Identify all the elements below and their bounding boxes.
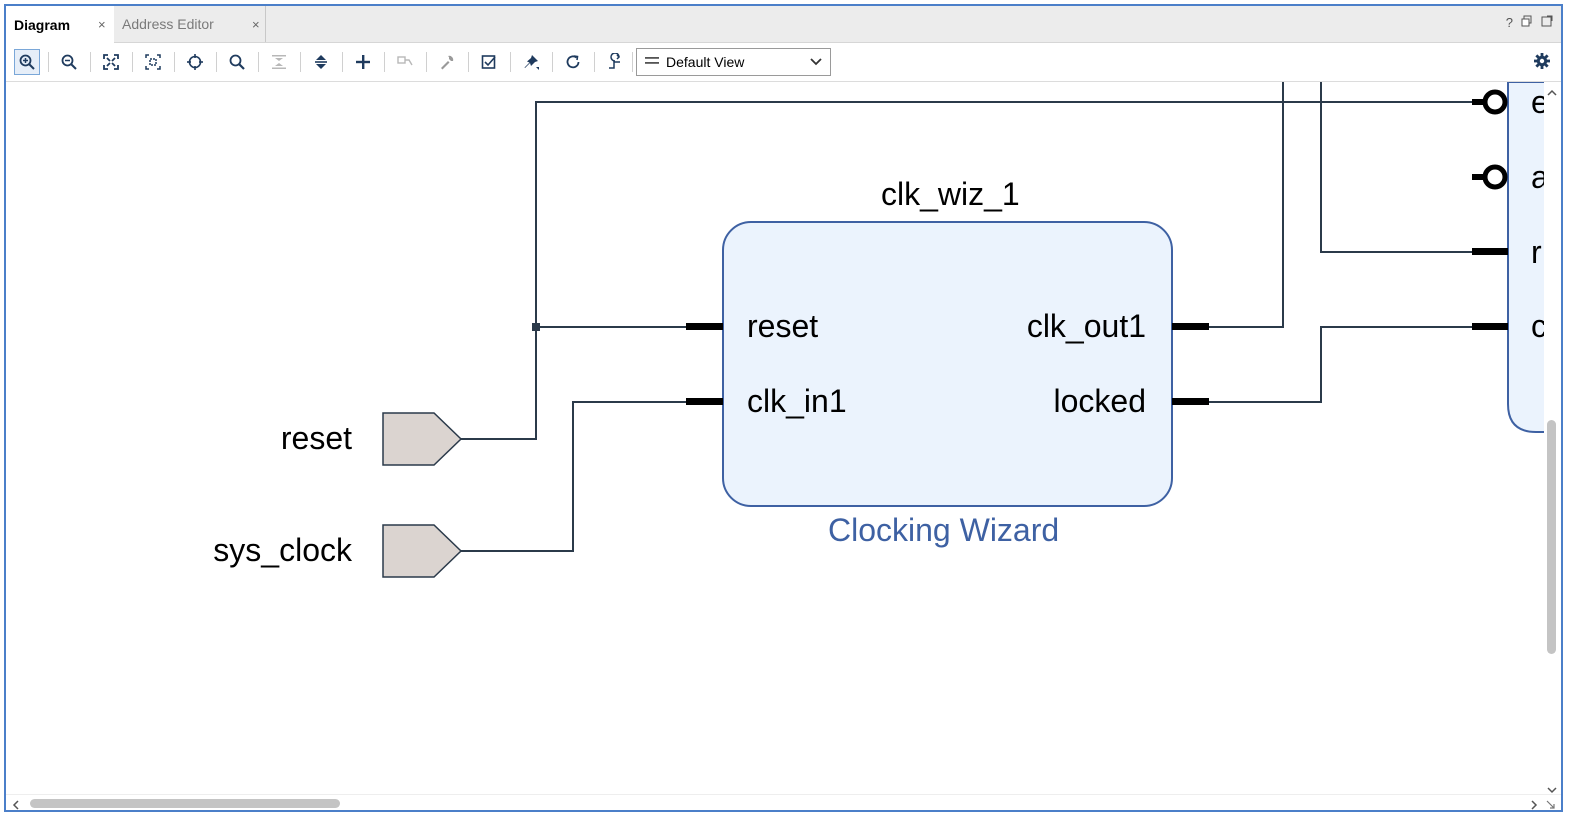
- port-reset-shape: [382, 412, 463, 466]
- tab-address-editor[interactable]: Address Editor ×: [114, 6, 266, 42]
- zoom-out-icon[interactable]: [56, 49, 82, 75]
- resize-grip-icon[interactable]: [1546, 798, 1556, 810]
- maximize-icon[interactable]: [1541, 15, 1553, 30]
- diagram-canvas[interactable]: reset sys_clock clk_wiz_1 Clocking Wizar…: [6, 82, 1544, 794]
- toolbar-separator: [48, 52, 49, 72]
- scroll-left-icon[interactable]: [12, 798, 20, 810]
- fit-selection-icon[interactable]: [140, 49, 166, 75]
- help-icon[interactable]: ?: [1505, 15, 1513, 30]
- pin-label-reset: reset: [747, 308, 819, 344]
- pin-stub-reset: [686, 323, 723, 330]
- diagram-window: Diagram × Address Editor × ?: [4, 4, 1563, 812]
- instance-name: clk_wiz_1: [881, 176, 1020, 212]
- add-ip-icon[interactable]: [350, 49, 376, 75]
- make-connection-icon[interactable]: [392, 49, 418, 75]
- schematic: [382, 82, 1544, 578]
- toolbar-separator: [594, 52, 595, 72]
- partial-pin-label-e: e: [1531, 86, 1544, 118]
- scroll-right-icon[interactable]: [1530, 798, 1538, 810]
- validate-icon[interactable]: [476, 49, 502, 75]
- bubble-pin-a: [1482, 164, 1508, 190]
- expand-all-icon[interactable]: [308, 49, 334, 75]
- toolbar-separator: [468, 52, 469, 72]
- zoom-in-icon[interactable]: [14, 49, 40, 75]
- pin-stub-c: [1472, 323, 1508, 330]
- pin-stub-a: [1472, 174, 1486, 180]
- properties-icon[interactable]: [434, 49, 460, 75]
- window-controls: ?: [1506, 15, 1553, 30]
- close-icon[interactable]: ×: [98, 17, 106, 32]
- wire-sys-clock: [461, 401, 686, 552]
- toolbar-separator: [216, 52, 217, 72]
- bubble-pin-e: [1482, 89, 1508, 115]
- port-sys-clock-shape: [382, 524, 463, 578]
- tab-diagram[interactable]: Diagram ×: [6, 6, 114, 43]
- vertical-scrollbar[interactable]: [1544, 82, 1561, 794]
- wire-reset: [461, 101, 1474, 440]
- wire-top-r: [1320, 82, 1474, 253]
- tab-bar: Diagram × Address Editor × ?: [6, 6, 1561, 43]
- view-select-value: Default View: [666, 54, 745, 70]
- scroll-up-icon[interactable]: [1547, 85, 1557, 99]
- optimize-routing-icon[interactable]: [602, 49, 628, 75]
- pin-stub-r: [1472, 248, 1508, 255]
- wire-locked: [1209, 326, 1474, 403]
- vertical-scroll-thumb[interactable]: [1547, 420, 1556, 654]
- toolbar-separator: [300, 52, 301, 72]
- pin-icon[interactable]: [518, 49, 544, 75]
- diagram-toolbar: Default View: [6, 43, 1561, 82]
- horizontal-scrollbar[interactable]: [6, 794, 1561, 810]
- close-icon[interactable]: ×: [252, 16, 260, 32]
- toolbar-separator: [90, 52, 91, 72]
- gear-icon[interactable]: [1533, 52, 1551, 75]
- toolbar-separator: [426, 52, 427, 72]
- pin-stub-e: [1472, 99, 1486, 105]
- autofit-icon[interactable]: [182, 49, 208, 75]
- clk-wiz-block: [722, 221, 1173, 507]
- partial-pin-label-c: c: [1531, 310, 1544, 342]
- toolbar-separator: [132, 52, 133, 72]
- instance-type: Clocking Wizard: [828, 512, 1060, 548]
- toolbar-separator: [510, 52, 511, 72]
- collapse-all-icon[interactable]: [266, 49, 292, 75]
- wire-junction: [532, 323, 540, 331]
- regenerate-icon[interactable]: [560, 49, 586, 75]
- view-select[interactable]: Default View: [636, 48, 831, 76]
- toolbar-separator: [552, 52, 553, 72]
- tab-label: Diagram: [14, 16, 71, 33]
- chevron-down-icon: [809, 54, 823, 70]
- partial-pin-label-a: a: [1531, 161, 1544, 193]
- pin-label-clk-out1: clk_out1: [1026, 308, 1146, 344]
- pin-label-locked: locked: [1053, 383, 1147, 419]
- tab-label: Address Editor: [122, 16, 214, 32]
- partial-pin-label-r: r: [1531, 234, 1542, 270]
- search-icon[interactable]: [224, 49, 250, 75]
- wire-clk-out1: [1209, 82, 1284, 328]
- scroll-down-icon[interactable]: [1547, 782, 1557, 796]
- toolbar-separator: [342, 52, 343, 72]
- restore-icon[interactable]: [1521, 15, 1533, 30]
- horizontal-scroll-thumb[interactable]: [30, 799, 340, 808]
- pin-stub-clk-out1: [1172, 323, 1209, 330]
- list-icon: [645, 54, 659, 70]
- external-port-label-reset: reset: [280, 420, 352, 456]
- pin-label-clk-in1: clk_in1: [747, 383, 847, 419]
- toolbar-separator: [174, 52, 175, 72]
- partial-block: [1507, 82, 1544, 433]
- pin-stub-locked: [1172, 398, 1209, 405]
- toolbar-separator: [258, 52, 259, 72]
- external-port-label-sys-clock: sys_clock: [213, 532, 352, 568]
- zoom-fit-icon[interactable]: [98, 49, 124, 75]
- pin-stub-clk-in1: [686, 398, 723, 405]
- toolbar-separator: [632, 52, 633, 72]
- toolbar-separator: [384, 52, 385, 72]
